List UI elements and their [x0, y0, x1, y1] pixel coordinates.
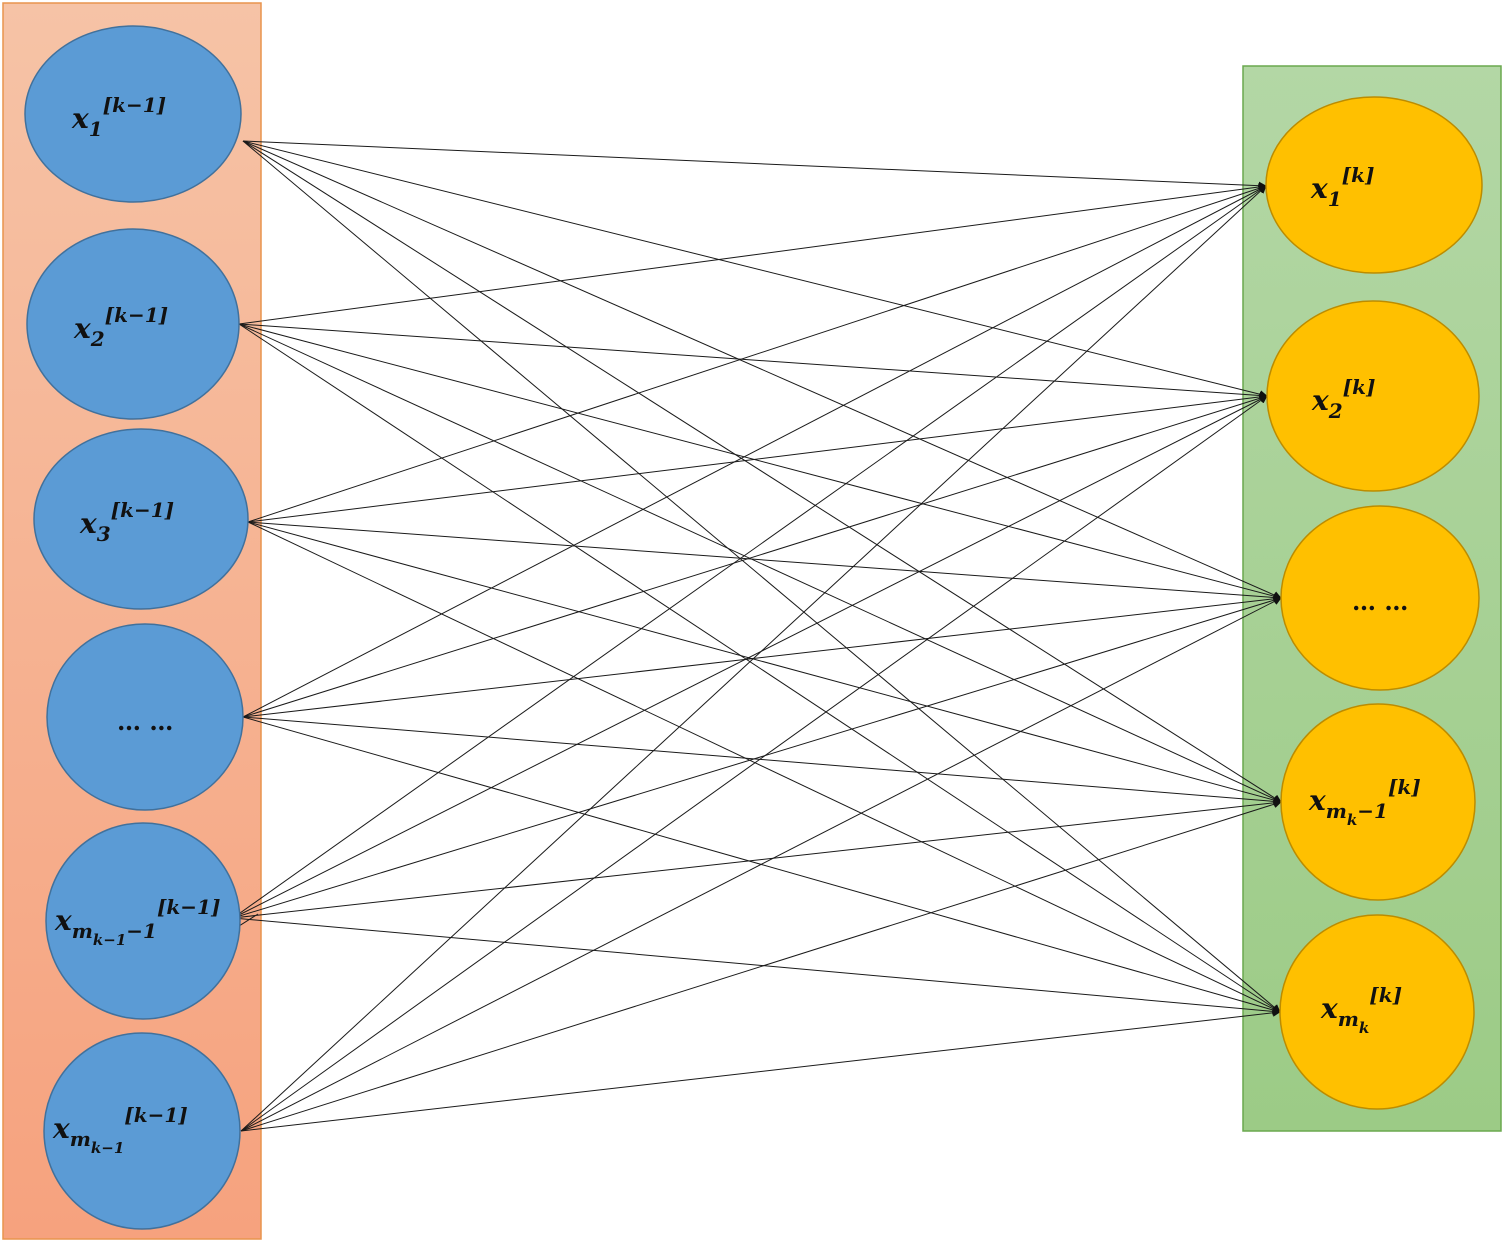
connection-edges	[216, 140, 1282, 1132]
edge-in2-out2	[238, 323, 1268, 400]
output-node-1: x1[k]	[1265, 96, 1483, 274]
edge-in4-out2	[242, 394, 1268, 718]
edge-in6-out3	[240, 597, 1282, 1132]
input-node-1: x1[k−1]	[24, 25, 242, 203]
input-node-4-circle	[46, 623, 244, 811]
input-node-1-circle	[24, 25, 242, 203]
output-node-3-label: … …	[1352, 587, 1408, 616]
edge-in3-out5	[247, 521, 1281, 1013]
input-node-2: x2[k−1]	[26, 228, 240, 420]
output-node-2: x2[k]	[1266, 300, 1480, 492]
output-node-3: … …	[1280, 505, 1480, 691]
edge-in3-out2	[247, 392, 1268, 523]
input-node-5: xmk−1−1[k−1]	[45, 822, 241, 1020]
input-node-3-circle	[33, 428, 249, 610]
input-node-5-circle	[45, 822, 241, 1020]
edge-in1-out4	[242, 140, 1282, 803]
edge-in5-out3	[232, 596, 1282, 919]
edge-in4-out3	[242, 594, 1282, 718]
edge-in6-out5	[240, 1008, 1281, 1132]
edge-in3-out4	[247, 521, 1282, 804]
edge-in6-out2	[240, 395, 1268, 1132]
input-node-6-circle	[43, 1032, 241, 1230]
output-node-5: xmk[k]	[1279, 914, 1475, 1110]
edge-in4-out1	[242, 185, 1267, 718]
edge-in1-out1	[242, 140, 1267, 190]
output-node-1-label: x1[k]	[1310, 163, 1374, 211]
input-layer-nodes: x1[k−1] x2[k−1] x3[k−1] … … xmk−1−1[k−1] xmk−…	[24, 25, 249, 1230]
edge-in5-out5	[232, 917, 1281, 1016]
edge-in1-out5	[242, 140, 1281, 1013]
output-node-5-label: xmk[k]	[1320, 983, 1402, 1037]
edge-in3-out3	[247, 521, 1282, 602]
edge-in5-out2	[232, 395, 1268, 919]
edge-in2-out4	[238, 323, 1282, 803]
edge-in2-out1	[238, 182, 1267, 325]
input-node-4: … …	[46, 623, 244, 811]
input-node-5-label: xmk−1−1[k−1]	[54, 895, 220, 949]
edge-in4-out4	[242, 716, 1282, 806]
output-node-1-circle	[1265, 96, 1483, 274]
input-node-4-label: … …	[117, 707, 173, 736]
output-node-2-circle	[1266, 300, 1480, 492]
edge-in6-out1	[240, 185, 1267, 1132]
edge-in2-out3	[238, 323, 1282, 601]
input-node-3: x3[k−1]	[33, 428, 249, 610]
input-node-2-circle	[26, 228, 240, 420]
output-node-4-circle	[1280, 703, 1476, 901]
output-node-4: xmk−1[k]	[1280, 703, 1476, 901]
output-node-2-label: x2[k]	[1311, 375, 1375, 423]
input-node-6-label: xmk−1[k−1]	[52, 1103, 188, 1157]
edge-in5-out4	[232, 798, 1282, 919]
input-node-2-label: x2[k−1]	[73, 303, 168, 351]
edge-in1-out2	[242, 140, 1268, 399]
edge-in6-out4	[240, 800, 1282, 1132]
output-node-3-circle	[1280, 505, 1480, 691]
output-layer-nodes: x1[k] x2[k] … … xmk−1[k] xmk[k]	[1265, 96, 1483, 1110]
edge-in2-out5	[238, 323, 1281, 1013]
edge-in3-out1	[247, 184, 1267, 523]
input-node-3-label: x3[k−1]	[79, 498, 174, 546]
edge-in1-out3	[242, 140, 1282, 599]
input-node-1-label: x1[k−1]	[71, 93, 166, 141]
edge-in5-out1	[232, 185, 1267, 919]
output-node-5-circle	[1279, 914, 1475, 1110]
input-node-6: xmk−1[k−1]	[43, 1032, 241, 1230]
output-node-4-label: xmk−1[k]	[1308, 775, 1421, 829]
